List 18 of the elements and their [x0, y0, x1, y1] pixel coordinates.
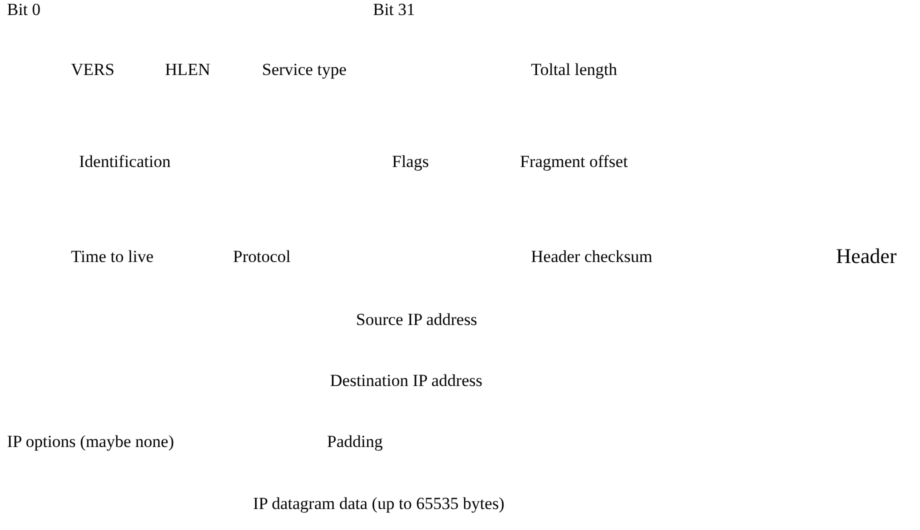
field-label: Padding [327, 432, 383, 452]
section-label: Header [836, 244, 897, 268]
field-label: Flags [392, 152, 429, 172]
bit-label: Bit 31 [373, 0, 416, 20]
field-label: Identification [79, 152, 171, 172]
field-label: Destination IP address [330, 371, 482, 391]
field-label: VERS [71, 60, 114, 80]
field-label: HLEN [165, 60, 210, 80]
field-label: Toltal length [531, 60, 618, 80]
field-label: IP datagram data (up to 65535 bytes) [253, 494, 504, 514]
field-label: IP options (maybe none) [7, 432, 174, 452]
field-label: Header checksum [531, 247, 652, 267]
field-label: Protocol [233, 247, 291, 267]
field-label: Service type [262, 60, 346, 80]
field-label: Fragment offset [520, 152, 628, 172]
field-label: Time to live [71, 247, 154, 267]
bit-label: Bit 0 [7, 0, 41, 20]
field-label: Source IP address [356, 310, 478, 330]
